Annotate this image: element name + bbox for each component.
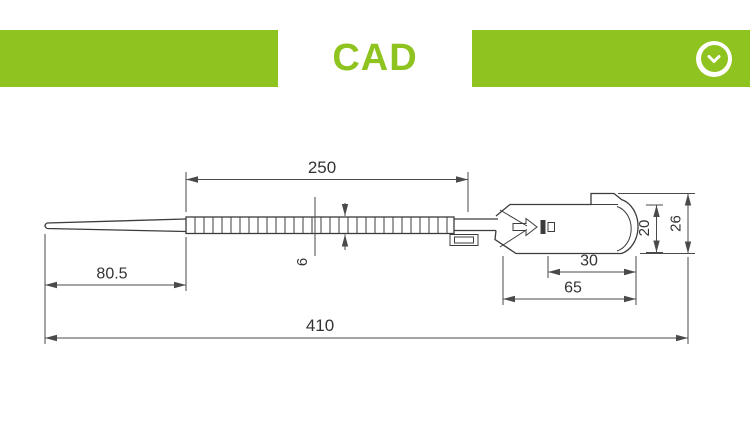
dim-strap-width-label: 6: [294, 258, 311, 266]
extension-lines: [618, 193, 695, 254]
cad-title-box: CAD: [278, 30, 472, 87]
seal-head-inner-lines: [591, 204, 632, 252]
seal-strap: [185, 216, 455, 235]
seal-strap-plain: [454, 218, 498, 232]
dim-strap-length-label: 250: [308, 158, 336, 177]
dim-head-length-label: 65: [564, 280, 582, 297]
dimension-lock-to-end: 30: [547, 253, 637, 305]
seal-buckle: [449, 234, 479, 246]
seal-tail: [44, 218, 187, 233]
dim-lock-to-end-label: 30: [580, 253, 598, 270]
dim-head-body-height-label: 20: [636, 220, 653, 237]
dim-head-total-height-label: 26: [668, 215, 685, 232]
seal-outline: [44, 192, 639, 255]
cad-banner: CAD: [0, 30, 750, 87]
seal-head-arrow-glyph: [512, 217, 538, 237]
dim-tail-length-label: 80.5: [96, 266, 127, 283]
seal-lock-clip-outline: [547, 222, 555, 232]
dimension-total-length: 410: [45, 257, 689, 344]
seal-strap-teeth: [194, 217, 448, 234]
dim-total-length-label: 410: [306, 316, 334, 335]
scroll-down-button[interactable]: [696, 40, 732, 77]
extension-lines: [185, 172, 469, 212]
seal-lock-clip: [540, 220, 546, 234]
cad-title: CAD: [332, 37, 418, 79]
chevron-down-icon: [700, 45, 728, 72]
seal-head-outline: [494, 192, 639, 255]
dimension-head-length: 65: [502, 256, 636, 305]
dimension-strap-width: 6: [294, 197, 349, 266]
dimension-tail-length: 80.5: [44, 234, 187, 344]
dimension-strap-length: 250: [185, 158, 469, 212]
extension-lines: [44, 234, 187, 344]
dimension-head-body-height: 20: [636, 204, 663, 253]
dimension-head-total-height: 26: [618, 193, 695, 254]
